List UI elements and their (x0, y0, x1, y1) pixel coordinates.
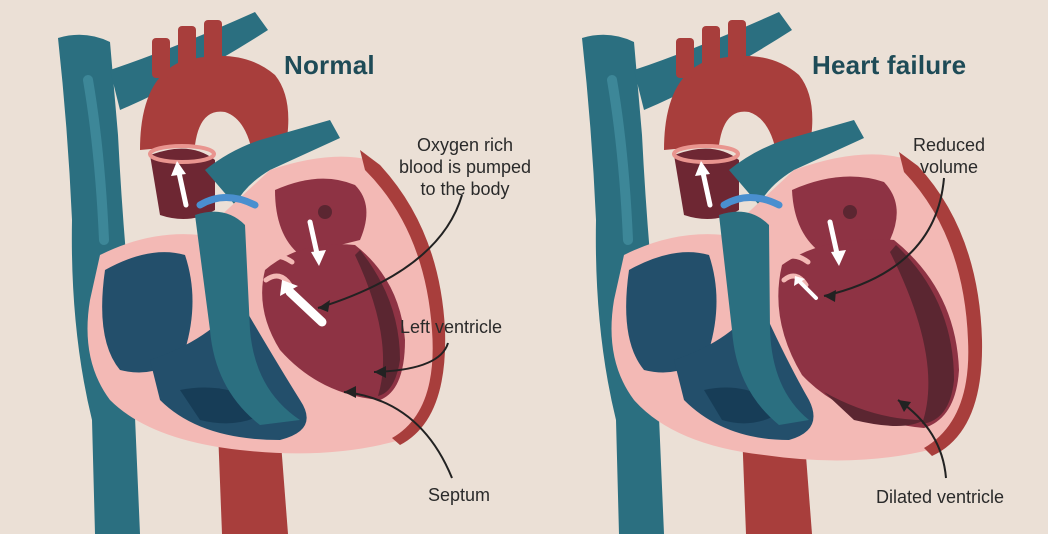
aorta-branch-2 (702, 26, 720, 70)
flow-arrow-atrium-head (831, 250, 846, 266)
label-septum: Septum (428, 485, 491, 505)
flow-arrow-atrium-head (311, 250, 326, 266)
failure-heart-illustration (582, 12, 983, 534)
pointer-left-ventricle-head (374, 366, 386, 378)
pointer-oxygen (317, 194, 463, 309)
vena-cava-highlight (607, 75, 633, 245)
label-dilated-ventricle: Dilated ventricle (876, 487, 1005, 507)
pointer-septum-head (344, 386, 356, 398)
panel-heart-failure: Heart failure Reduced volume Dilated ven… (524, 0, 1048, 534)
label-reduced-volume: Reduced volume (894, 134, 1004, 178)
heart-epicardium (899, 152, 983, 456)
flow-arrow-aorta-head (695, 161, 710, 176)
right-ventricle-deep (180, 387, 270, 424)
aorta-branch-1 (152, 38, 170, 78)
vena-cava-highlight (83, 75, 109, 245)
panel-normal: Normal Oxygen rich blood is pumped to th… (58, 12, 531, 534)
pulmonary-vein-opening (318, 205, 332, 219)
aorta-branch-2 (178, 26, 196, 70)
septum-column (719, 211, 809, 425)
right-atrium (102, 252, 193, 373)
aortic-valve-ring (148, 144, 216, 164)
aortic-valve-ring (672, 144, 740, 164)
pointer-reduced-volume (823, 177, 945, 297)
pulmonary-vein-opening (843, 205, 857, 219)
flow-arrow-aorta-head (171, 161, 186, 176)
failure-title: Heart failure (812, 50, 967, 80)
septum-column (195, 211, 300, 425)
pulmonary-artery (729, 120, 864, 205)
label-oxygen-line-1: Oxygen rich (416, 135, 514, 155)
aorta (664, 55, 813, 171)
flow-arrow-ventricle-small (798, 280, 818, 300)
pulmonary-artery (205, 120, 340, 205)
label-left-ventricle: Left ventricle (400, 317, 503, 337)
dilated-ventricle-floor (824, 392, 924, 426)
left-ventricle-inner-shadow (355, 250, 400, 396)
aorta (140, 55, 289, 171)
right-atrium (626, 252, 717, 373)
pointer-left-ventricle (373, 342, 449, 373)
descending-aorta (218, 430, 288, 534)
pointer-oxygen-head (318, 300, 330, 312)
label-oxygen-line-3: to the body (420, 179, 510, 199)
heart-epicardium (360, 150, 446, 445)
aorta-branch-3 (728, 20, 746, 66)
pulmonary-valve (720, 194, 783, 209)
label-oxygen-rich: Oxygen rich blood is pumped to the body (395, 134, 535, 200)
label-reduced-line-2: volume (919, 157, 979, 177)
right-ventricle-deep (704, 387, 784, 424)
label-reduced-line-1: Reduced (912, 135, 986, 155)
aorta-branch-1 (676, 38, 694, 78)
normal-heart-illustration (58, 12, 463, 534)
pointer-dilated-ventricle-head (898, 400, 911, 412)
aorta-branch-3 (204, 20, 222, 66)
flow-arrow-ventricle-head (280, 280, 298, 296)
left-ventricle-inner-shadow (890, 245, 954, 424)
pointer-septum (343, 391, 453, 479)
flow-arrow-ventricle-small-head (794, 276, 805, 286)
label-oxygen-line-2: blood is pumped (398, 157, 532, 177)
normal-title: Normal (284, 50, 375, 80)
flow-arrow-ventricle (285, 287, 327, 327)
pointer-reduced-volume-head (824, 290, 836, 302)
pulmonary-valve (196, 194, 259, 209)
